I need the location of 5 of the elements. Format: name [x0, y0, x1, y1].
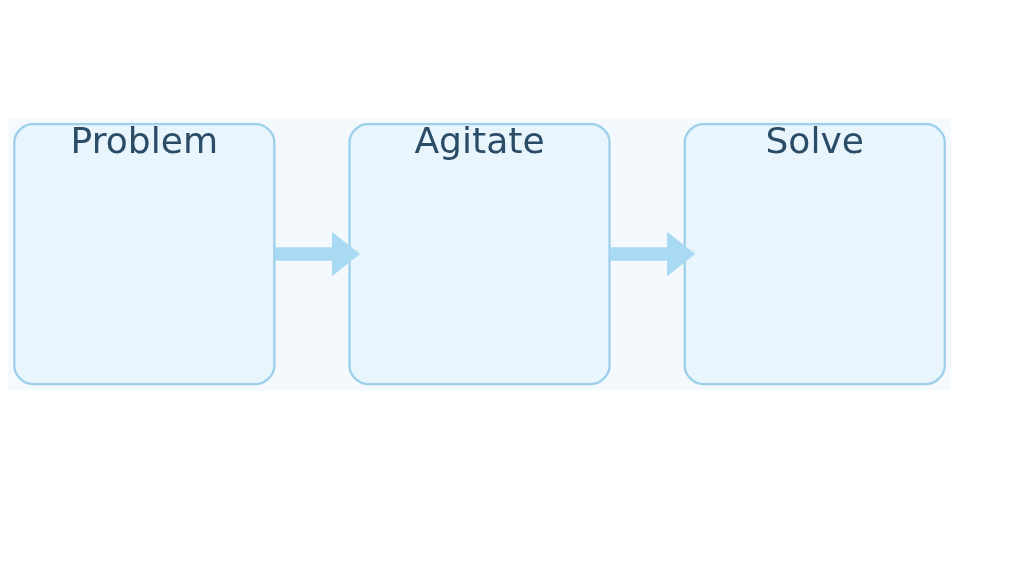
node-box: Problem	[13, 122, 276, 385]
node-box: Solve	[683, 122, 946, 385]
arrow	[609, 231, 696, 276]
node-box: Agitate	[348, 122, 611, 385]
arrow	[274, 231, 361, 276]
